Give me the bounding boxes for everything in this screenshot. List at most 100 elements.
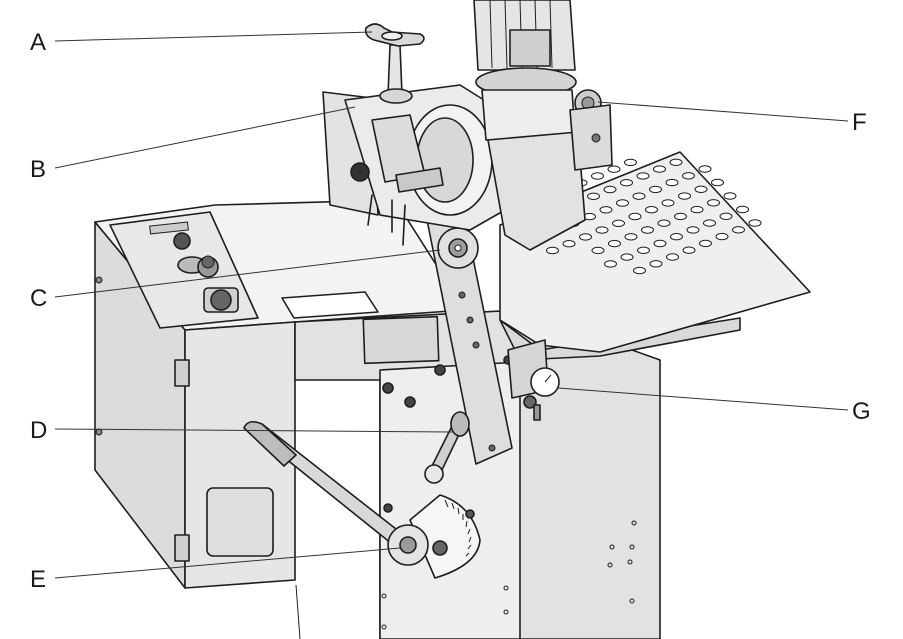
motor-side-bracket [569, 104, 613, 171]
table-hole [686, 226, 700, 234]
table-hole [636, 172, 650, 180]
callout-label-b: B [30, 156, 46, 183]
clamp-handle-pivot[interactable] [450, 411, 470, 437]
guide-arm [424, 194, 513, 484]
table-hole [633, 266, 646, 275]
panel-slot [149, 221, 189, 235]
leader-line-d [54, 428, 453, 433]
table-hole [612, 219, 625, 228]
table-hole [723, 192, 737, 200]
callout-label-a: A [30, 29, 46, 56]
table-hole [591, 246, 605, 255]
table-hole [670, 233, 683, 241]
angle-scale-ticks [444, 499, 472, 557]
angle-adjust-assembly [243, 420, 481, 579]
motor-assembly [473, 0, 613, 251]
head-shaft [395, 167, 444, 193]
table-hole [736, 205, 749, 214]
table-hole [649, 260, 663, 268]
table-hole [587, 192, 600, 201]
hand-wheel-collar [379, 88, 413, 104]
door-hinge-upper [174, 359, 190, 387]
grinding-wheel [416, 117, 474, 203]
front-nameplate [362, 315, 440, 365]
table-hole [546, 246, 559, 255]
clamp-handle-ball[interactable] [424, 464, 444, 484]
head-adjust-wheel[interactable] [350, 162, 370, 182]
table-hole [637, 246, 650, 255]
callout-label-c: C [30, 285, 47, 312]
table-hole [703, 219, 716, 227]
leader-line-b [54, 106, 356, 169]
leader-line-g [557, 387, 849, 411]
table-hole [661, 199, 675, 207]
table-hole [669, 158, 683, 167]
hand-wheel-shaft [387, 44, 403, 96]
table-hole [641, 226, 654, 234]
pressure-regulator [507, 339, 560, 421]
hand-wheel-hub[interactable] [381, 31, 403, 41]
door-inspection-window [206, 487, 274, 557]
table-hole [732, 226, 745, 234]
table-hole [595, 226, 609, 234]
callout-label-g: G [852, 398, 871, 425]
table-hole [603, 185, 617, 194]
table-hole [649, 185, 662, 194]
gearbox [487, 131, 586, 251]
gauge-needle [544, 374, 552, 383]
table-hole [665, 178, 679, 187]
table-hole [645, 206, 658, 214]
table-hole [657, 219, 671, 227]
side-screw [95, 276, 103, 284]
door-hinge-lower [174, 534, 190, 562]
leader-line-e [54, 547, 401, 579]
table-hole [682, 246, 696, 254]
table-hole [715, 232, 729, 241]
table-hole [698, 165, 712, 173]
callouts: A B C D E F G [30, 29, 871, 593]
table-hole [666, 253, 679, 261]
table-hole [690, 205, 704, 214]
emergency-button[interactable] [173, 232, 191, 250]
regulator-knob[interactable] [523, 395, 537, 409]
table-hole [591, 172, 604, 180]
indicator-knob-cap [201, 255, 215, 269]
callout-label-e: E [30, 566, 46, 593]
table-hole [608, 239, 621, 248]
leader-line-f [597, 101, 849, 122]
bracket-screw [591, 133, 601, 143]
scale-pointer-screw [465, 509, 475, 519]
table-hole [562, 240, 576, 248]
callout-label-f: F [852, 109, 867, 136]
table-hole [719, 212, 733, 221]
adjust-lever-grip[interactable] [243, 420, 297, 467]
clamp-levers[interactable] [367, 194, 406, 246]
table-hole [616, 199, 629, 207]
table-hole [579, 233, 592, 241]
table-hole [682, 172, 695, 180]
table-hole [607, 165, 621, 173]
table-hole [599, 206, 613, 214]
regulator-fitting [533, 404, 541, 421]
table-hole [674, 212, 687, 221]
leader-line-a [54, 31, 373, 42]
table-hole [628, 212, 642, 221]
top-label-plate [281, 291, 379, 319]
table-hole [624, 158, 637, 167]
table-hole [699, 239, 712, 248]
guide-roller-hub [454, 244, 462, 252]
leader-line-c [54, 249, 441, 298]
grinding-head [322, 23, 506, 246]
table-hole [632, 192, 646, 200]
main-switch-knob[interactable] [210, 289, 232, 311]
callout-label-d: D [30, 417, 47, 444]
table-hole [711, 178, 724, 187]
table-hole [620, 253, 634, 261]
table-hole [604, 260, 617, 268]
motor-terminal-box [509, 29, 551, 67]
table-hole [624, 233, 638, 241]
adjust-lever-hub-inner [399, 536, 417, 554]
lock-knob[interactable] [432, 540, 448, 556]
table-hole [653, 239, 667, 248]
